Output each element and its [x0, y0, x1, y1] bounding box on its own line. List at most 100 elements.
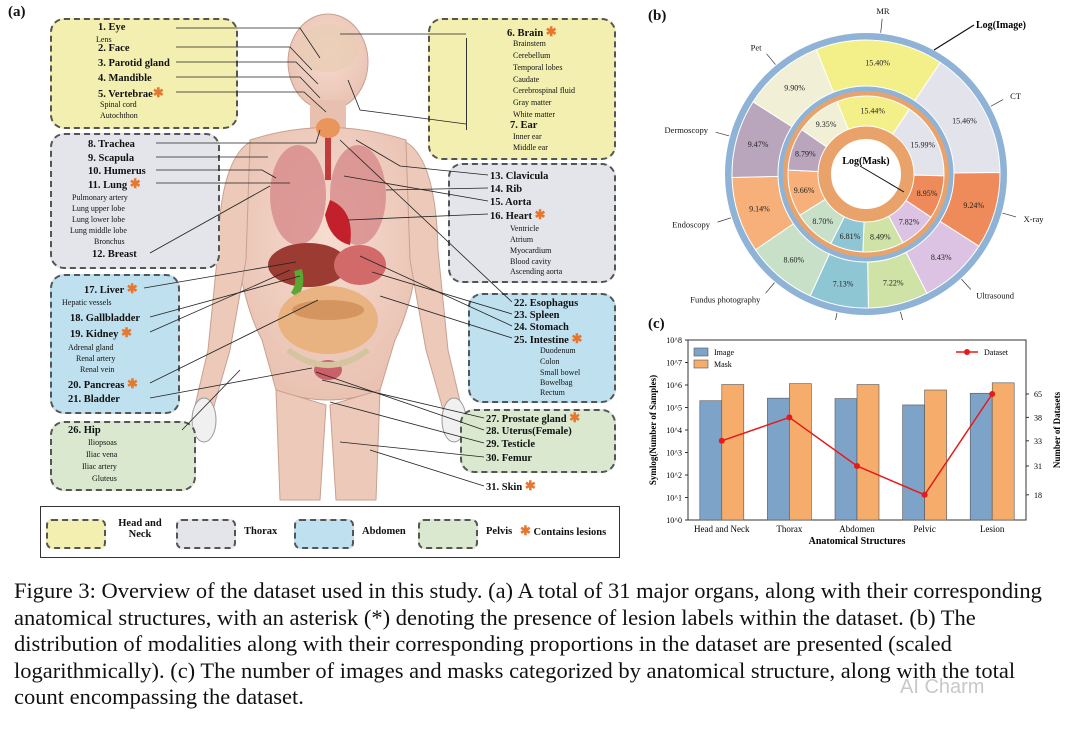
y-right-tick-label: 18: [1034, 491, 1042, 500]
leader-lines: [143, 27, 513, 487]
lesion-star-icon: ✱: [569, 410, 581, 425]
modality-leader-line: [961, 278, 972, 290]
y-tick-label: 10^7: [666, 359, 682, 368]
y-right-tick-label: 38: [1034, 413, 1042, 422]
head-neck-group-box: [50, 18, 238, 129]
vertebrae-sub-spinal-cord: Spinal cord: [100, 100, 137, 109]
x-tick-label: Thorax: [776, 524, 802, 534]
kidney-sub-2: Renal vein: [80, 365, 115, 374]
inner-ring-value-label: 6.81%: [840, 232, 861, 241]
modality-leader-line: [990, 99, 1004, 107]
modality-leader-line: [900, 311, 903, 320]
intestine-sub-4: Rectum: [540, 388, 565, 397]
inner-ring-value-label: 7.82%: [899, 217, 920, 226]
brain-sub-0: Brainstem: [513, 39, 546, 48]
bar-image: [834, 398, 858, 521]
modality-leader-line: [715, 131, 730, 137]
liver-sub-hepatic-vessels: Hepatic vessels: [62, 298, 112, 307]
outer-ring-value-label: 7.13%: [833, 280, 854, 289]
hip-sub-3: Gluteus: [92, 474, 117, 483]
modality-name-label: CT: [1010, 91, 1022, 101]
inner-ring-value-label: 15.99%: [910, 141, 935, 150]
inner-ring-title: Log(Mask): [842, 156, 889, 167]
heart-sub-0: Ventricle: [510, 224, 539, 233]
organ-aorta: 15. Aorta: [490, 197, 532, 208]
organ-vertebrae: 5. Vertebrae✱: [98, 85, 164, 100]
watermark: AI Charm: [900, 676, 985, 698]
bar-mask: [856, 384, 880, 521]
bar-image: [969, 392, 993, 521]
organ-parotid-gland: 3. Parotid gland: [98, 58, 170, 69]
brain-sub-5: Gray matter: [513, 98, 552, 107]
lung-sub-4: Bronchus: [94, 237, 125, 246]
x-tick-label: Head and Neck: [694, 524, 750, 534]
inner-ring-value-label: 9.35%: [816, 120, 837, 129]
legend-label-lesions: ✱ Contains lesions: [520, 523, 607, 538]
legend-label-mask: Mask: [714, 360, 732, 369]
lesion-star-icon: ✱: [121, 325, 132, 340]
legend-label-pelvis: Pelvis: [486, 526, 513, 537]
dataset-point: [989, 391, 996, 397]
lesion-star-icon: ✱: [520, 523, 531, 538]
x-axis-label: Anatomical Structures: [809, 536, 906, 547]
legend-label-thorax: Thorax: [244, 526, 278, 537]
bar-mask: [991, 382, 1015, 521]
y-right-tick-label: 33: [1034, 437, 1042, 446]
organ-heart: 16. Heart ✱: [490, 207, 546, 222]
organ-rib: 14. Rib: [490, 184, 523, 195]
kidney-sub-1: Renal artery: [76, 354, 116, 363]
outer-ring-value-label: 9.47%: [748, 140, 769, 149]
legend-swatch-image: [693, 347, 709, 357]
brain-sub-1: Cerebellum: [513, 51, 551, 60]
panel-a-legend: [40, 506, 620, 558]
lung-sub-3: Lung middle lobe: [70, 226, 127, 235]
intestine-sub-3: Bowelbag: [540, 378, 573, 387]
organ-esophagus: 22. Esophagus: [514, 298, 579, 309]
lung-sub-2: Lung lower lobe: [72, 215, 125, 224]
lesion-star-icon: ✱: [545, 24, 557, 39]
ear-sub-middle: Middle ear: [513, 143, 548, 152]
lesion-star-icon: ✱: [126, 281, 138, 296]
inner-ring-slice: [801, 100, 849, 148]
modality-name-label: Pet: [751, 43, 763, 53]
heart-sub-4: Ascending aorta: [510, 267, 563, 276]
modality-name-label: Ultrasound: [976, 290, 1015, 300]
bar-mask: [924, 389, 947, 521]
lung-sub-0: Pulmonary artery: [72, 193, 128, 202]
lesion-star-icon: ✱: [152, 85, 164, 100]
legend-label-image: Image: [714, 348, 734, 357]
hip-sub-2: Iliac artery: [82, 462, 117, 471]
panel-b-label: (b): [648, 8, 667, 24]
hip-sub-1: Iliac vena: [86, 450, 118, 459]
organ-ear: 7. Ear: [510, 120, 538, 131]
bar-image: [767, 397, 790, 521]
y-right-tick-label: 65: [1034, 390, 1042, 399]
organ-brain: 6. Brain ✱: [507, 24, 557, 39]
panel-a-label: (a): [8, 4, 26, 20]
modality-leader-line: [880, 18, 883, 33]
inner-title-pointer: [859, 165, 905, 193]
organ-eye: 1. Eye: [98, 22, 126, 33]
inner-ring-value-label: 8.79%: [795, 149, 816, 158]
inner-ring-value-label: 9.66%: [794, 186, 815, 195]
outer-ring-slice: [752, 48, 835, 128]
outer-title-pointer: [933, 24, 975, 51]
y-axis-label: Symlog(Number of Samples): [648, 375, 658, 485]
y-tick-label: 10^6: [666, 381, 682, 390]
eye-sub-lens: Lens: [96, 35, 112, 44]
pelvis-left-group-box: [50, 421, 196, 491]
intestine-sub-1: Colon: [540, 357, 560, 366]
outer-ring-value-label: 15.40%: [865, 59, 890, 68]
modality-leader-line: [766, 53, 776, 65]
intestine-sub-2: Small bowel: [540, 368, 581, 377]
modality-name-label: MR: [876, 6, 890, 16]
intestine-sub-0: Duodenum: [540, 346, 576, 355]
y-tick-label: 10^0: [666, 516, 682, 525]
organ-scapula: 9. Scapula: [88, 153, 135, 164]
lesion-star-icon: ✱: [534, 207, 546, 222]
outer-ring-value-label: 8.60%: [784, 256, 805, 265]
inner-ring-value-label: 8.49%: [870, 232, 891, 241]
x-tick-label: Lesion: [980, 524, 1005, 534]
thorax-left-group-box: [50, 133, 220, 269]
organ-liver: 17. Liver ✱: [84, 281, 138, 296]
